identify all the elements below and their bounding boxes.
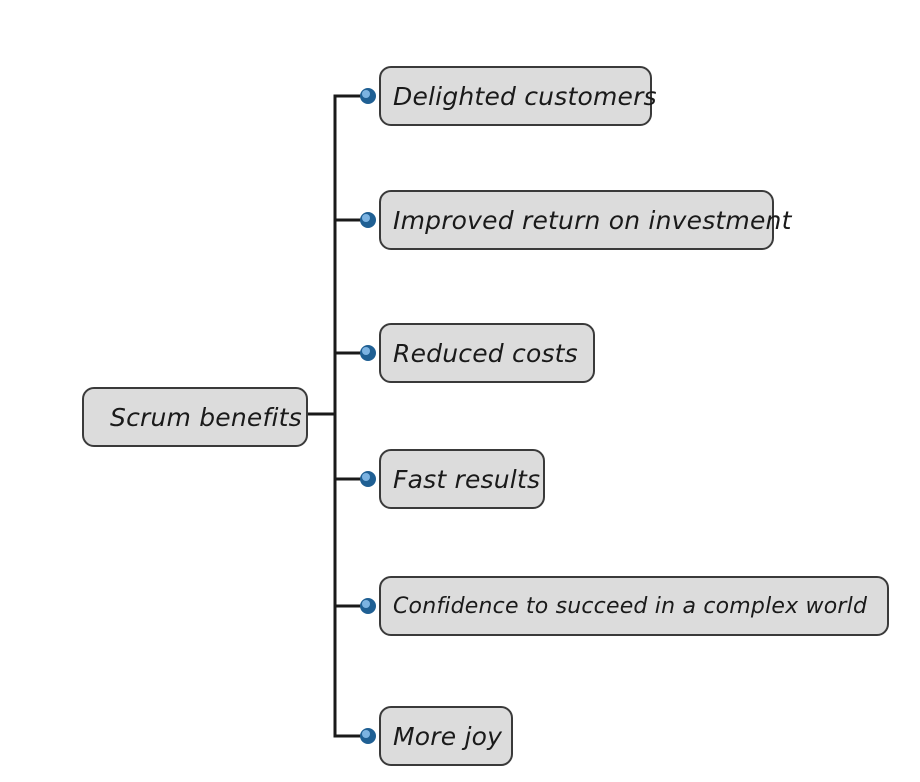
- child-node-label: Improved return on investment: [393, 205, 792, 235]
- blue-dot-icon: [360, 88, 376, 104]
- child-node-label: Delighted customers: [393, 81, 657, 111]
- child-node-more-joy: More joy: [379, 706, 513, 766]
- child-node-confidence: Confidence to succeed in a complex world: [379, 576, 889, 636]
- root-node-scrum-benefits: Scrum benefits: [82, 387, 308, 447]
- blue-dot-icon: [360, 345, 376, 361]
- child-node-improved-return: Improved return on investment: [379, 190, 791, 250]
- child-node-label: Fast results: [393, 464, 541, 494]
- root-node-label: Scrum benefits: [110, 402, 302, 432]
- child-node-label: More joy: [393, 721, 503, 751]
- child-node-reduced-costs: Reduced costs: [379, 323, 595, 383]
- blue-dot-icon: [360, 598, 376, 614]
- blue-dot-icon: [360, 471, 376, 487]
- child-node-fast-results: Fast results: [379, 449, 545, 509]
- child-node-label: Confidence to succeed in a complex world: [393, 593, 868, 619]
- child-node-delighted-customers: Delighted customers: [379, 66, 657, 126]
- child-node-label: Reduced costs: [393, 338, 578, 368]
- blue-dot-icon: [360, 212, 376, 228]
- blue-dot-icon: [360, 728, 376, 744]
